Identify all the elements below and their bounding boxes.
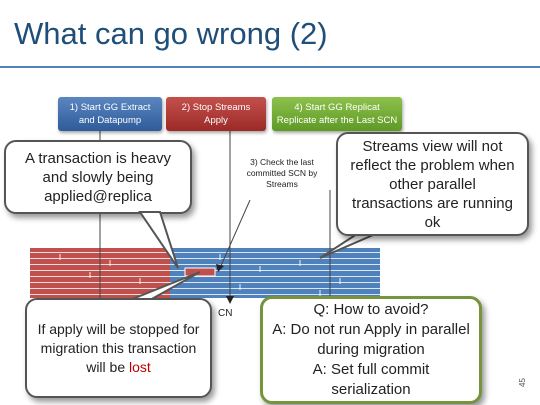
- step-check-scn: 3) Check the last committed SCN by Strea…: [240, 150, 324, 196]
- apply-stopped-text: If apply will be stopped for migration t…: [37, 320, 200, 375]
- streams-view-callout: Streams view will not reflect the proble…: [336, 132, 529, 236]
- heavy-transaction-callout: A transaction is heavy and slowly being …: [4, 140, 192, 214]
- step-start-extract: 1) Start GG Extract and Datapump: [58, 97, 162, 131]
- streams-view-text: Streams view will not reflect the proble…: [350, 137, 515, 231]
- page-title: What can go wrong (2): [14, 16, 328, 51]
- qa-answer-1: A: Do not run Apply in parallel during m…: [272, 321, 470, 358]
- qa-answer-2: A: Set full commit serialization: [312, 361, 430, 398]
- qa-callout: Q: How to avoid? A: Do not run Apply in …: [260, 296, 482, 404]
- heavy-transaction-text: A transaction is heavy and slowly being …: [25, 149, 171, 205]
- step-stop-apply: 2) Stop Streams Apply: [166, 97, 266, 131]
- step-start-replicat: 4) Start GG Replicat Replicate after the…: [272, 97, 402, 131]
- page-number: 45: [517, 378, 527, 387]
- apply-stopped-callout: If apply will be stopped for migration t…: [25, 298, 212, 398]
- title-underline: [0, 66, 540, 68]
- lost-word: lost: [129, 358, 151, 375]
- qa-question: Q: How to avoid?: [313, 301, 429, 318]
- scn-label: CN: [218, 308, 233, 319]
